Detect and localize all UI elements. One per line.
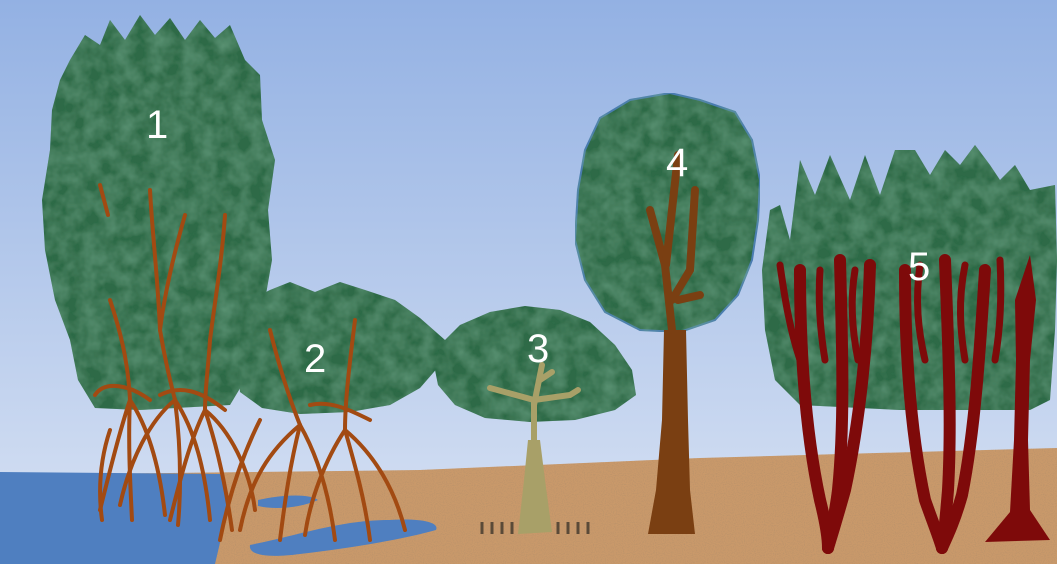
label-3: 3: [527, 327, 549, 371]
label-1: 1: [146, 103, 168, 147]
water-pool: [0, 472, 230, 564]
label-4: 4: [666, 141, 688, 185]
label-5: 5: [908, 245, 930, 289]
label-2: 2: [304, 337, 326, 381]
